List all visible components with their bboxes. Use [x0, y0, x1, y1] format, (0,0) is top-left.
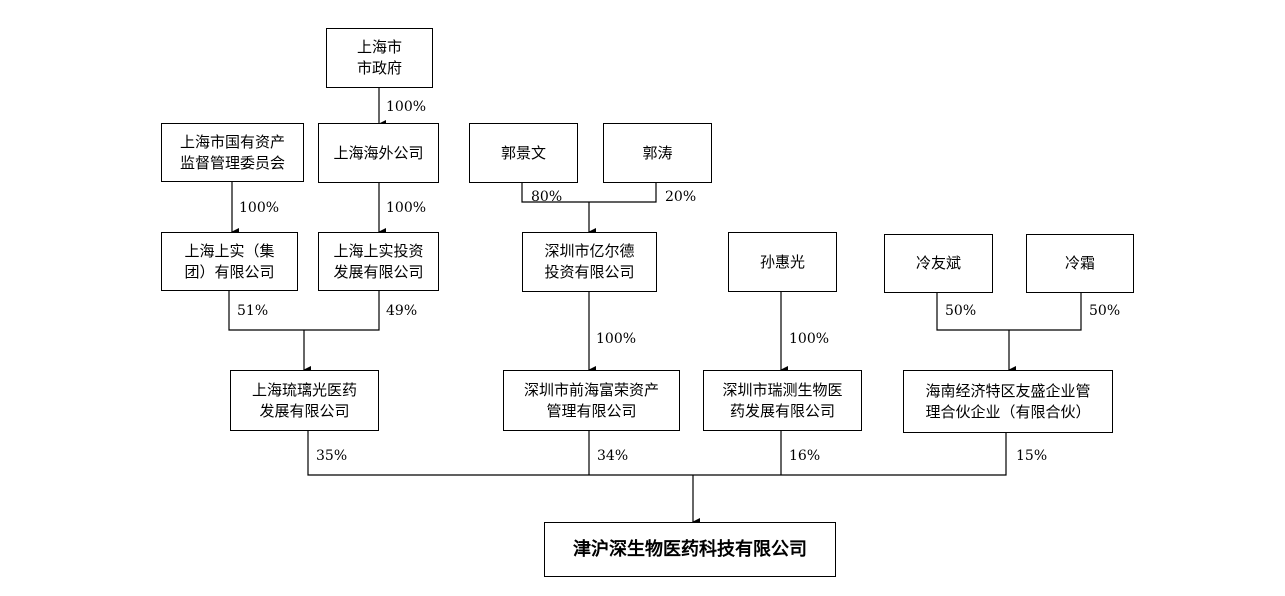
pct-youbin-to-hainan: 50%	[945, 303, 977, 319]
node-shanghai-government: 上海市 市政府	[326, 28, 433, 88]
pct-liuliguang-to-target: 35%	[316, 448, 348, 464]
node-shenzhen-yierde: 深圳市亿尔德 投资有限公司	[522, 232, 657, 292]
node-shanghai-overseas-company: 上海海外公司	[318, 123, 439, 183]
node-shanghai-liuliguang: 上海琉璃光医药 发展有限公司	[230, 370, 379, 431]
node-hainan-yousheng: 海南经济特区友盛企业管 理合伙企业（有限合伙）	[903, 370, 1113, 433]
pct-sasac-to-group: 100%	[239, 200, 280, 216]
node-sun-huiguang: 孙惠光	[728, 232, 837, 292]
node-shenzhen-qianhai-furong: 深圳市前海富荣资产 管理有限公司	[503, 370, 680, 431]
pct-qianhai-to-target: 34%	[597, 448, 629, 464]
pct-gov-to-overseas: 100%	[386, 99, 427, 115]
node-shanghai-shishi-group: 上海上实（集 团）有限公司	[161, 232, 298, 291]
pct-sun-to-ruice: 100%	[789, 331, 830, 347]
pct-overseas-to-invest: 100%	[386, 200, 427, 216]
node-leng-shuang: 冷霜	[1026, 234, 1134, 293]
node-guo-jingwen: 郭景文	[469, 123, 578, 183]
pct-tao-to-yierde: 20%	[665, 189, 697, 205]
node-sasac: 上海市国有资产 监督管理委员会	[161, 123, 304, 182]
pct-ruice-to-target: 16%	[789, 448, 821, 464]
pct-shuang-to-hainan: 50%	[1089, 303, 1121, 319]
pct-jingwen-to-yierde: 80%	[531, 189, 563, 205]
pct-group-to-liuliguang: 51%	[237, 303, 269, 319]
pct-yierde-to-qianhai: 100%	[596, 331, 637, 347]
node-shenzhen-ruice: 深圳市瑞测生物医 药发展有限公司	[703, 370, 862, 431]
node-shanghai-shishi-investment: 上海上实投资 发展有限公司	[318, 232, 439, 291]
pct-hainan-to-target: 15%	[1016, 448, 1048, 464]
node-guo-tao: 郭涛	[603, 123, 712, 183]
pct-invest-to-liuliguang: 49%	[386, 303, 418, 319]
node-target-company: 津沪深生物医药科技有限公司	[544, 522, 836, 577]
node-leng-youbin: 冷友斌	[884, 234, 993, 293]
